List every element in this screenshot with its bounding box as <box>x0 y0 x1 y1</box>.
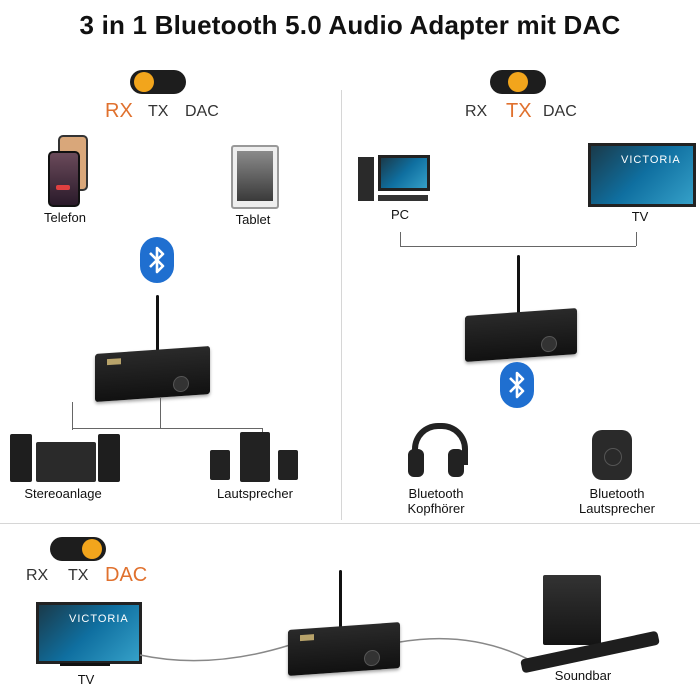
antenna <box>156 295 159 353</box>
headphones-label-line1: Bluetooth <box>408 486 464 501</box>
phone-icon <box>48 135 90 207</box>
tx-mode-label-tx: TX <box>506 100 532 122</box>
adapter-device <box>288 622 400 676</box>
rx-mode-label-dac: DAC <box>185 103 219 120</box>
speaker-icon <box>592 430 632 480</box>
antenna <box>339 570 342 630</box>
subwoofer-icon <box>543 575 601 645</box>
toggle-knob <box>82 539 102 559</box>
speaker-icon <box>210 432 300 484</box>
headphones-label-line2: Kopfhörer <box>407 501 465 516</box>
connection-line <box>72 428 262 429</box>
dac-mode-toggle[interactable] <box>50 537 106 561</box>
rx-mode-label-tx: TX <box>148 103 169 120</box>
tablet-icon <box>231 145 279 209</box>
tx-mode-label-dac: DAC <box>543 103 577 120</box>
pc-icon <box>358 155 438 205</box>
bluetooth-icon <box>500 362 534 408</box>
device-label-tablet: Tablet <box>235 212 271 227</box>
toggle-knob <box>508 72 528 92</box>
device-label-tv: TV <box>631 209 649 224</box>
rx-mode-toggle[interactable] <box>130 70 186 94</box>
tv-stand <box>60 663 110 666</box>
stereo-icon <box>10 432 122 484</box>
page-title: 3 in 1 Bluetooth 5.0 Audio Adapter mit D… <box>79 10 621 40</box>
device-label-bluetooth-lautsprecher: Bluetooth Lautsprecher <box>572 486 662 516</box>
connection-line <box>160 398 161 428</box>
speaker-label-line2: Lautsprecher <box>579 501 655 516</box>
connection-line <box>400 232 401 246</box>
toggle-knob <box>134 72 154 92</box>
device-label-tv-dac: TV <box>77 672 95 687</box>
tv-brand-text: VICTORIA <box>69 613 129 625</box>
adapter-device <box>95 345 210 403</box>
device-label-lautsprecher: Lautsprecher <box>217 486 293 501</box>
tv-brand-text: VICTORIA <box>621 154 681 166</box>
dac-mode-label-dac: DAC <box>105 564 148 586</box>
tx-mode-toggle[interactable] <box>490 70 546 94</box>
device-label-pc: PC <box>390 207 410 222</box>
device-label-bluetooth-kopfhoerer: Bluetooth Kopfhörer <box>396 486 476 516</box>
adapter-device <box>465 308 577 362</box>
device-label-soundbar: Soundbar <box>554 668 612 683</box>
divider-horizontal <box>0 523 700 524</box>
divider-vertical <box>341 90 342 520</box>
device-label-telefon: Telefon <box>44 210 86 225</box>
tv-icon: VICTORIA <box>588 143 696 207</box>
cable-lines <box>139 637 531 662</box>
device-label-stereoanlage: Stereoanlage <box>24 486 102 501</box>
tv-icon: VICTORIA <box>36 602 142 664</box>
bluetooth-icon <box>140 237 174 283</box>
antenna <box>517 255 520 315</box>
rx-mode-label-rx: RX <box>105 100 133 122</box>
dac-mode-label-rx: RX <box>26 567 49 584</box>
tx-mode-label-rx: RX <box>465 103 488 120</box>
dac-mode-label-tx: TX <box>68 567 89 584</box>
connection-line <box>400 246 636 247</box>
connection-line <box>636 232 637 246</box>
speaker-label-line1: Bluetooth <box>589 486 645 501</box>
headphones-icon <box>408 423 468 479</box>
connection-line <box>72 402 73 430</box>
